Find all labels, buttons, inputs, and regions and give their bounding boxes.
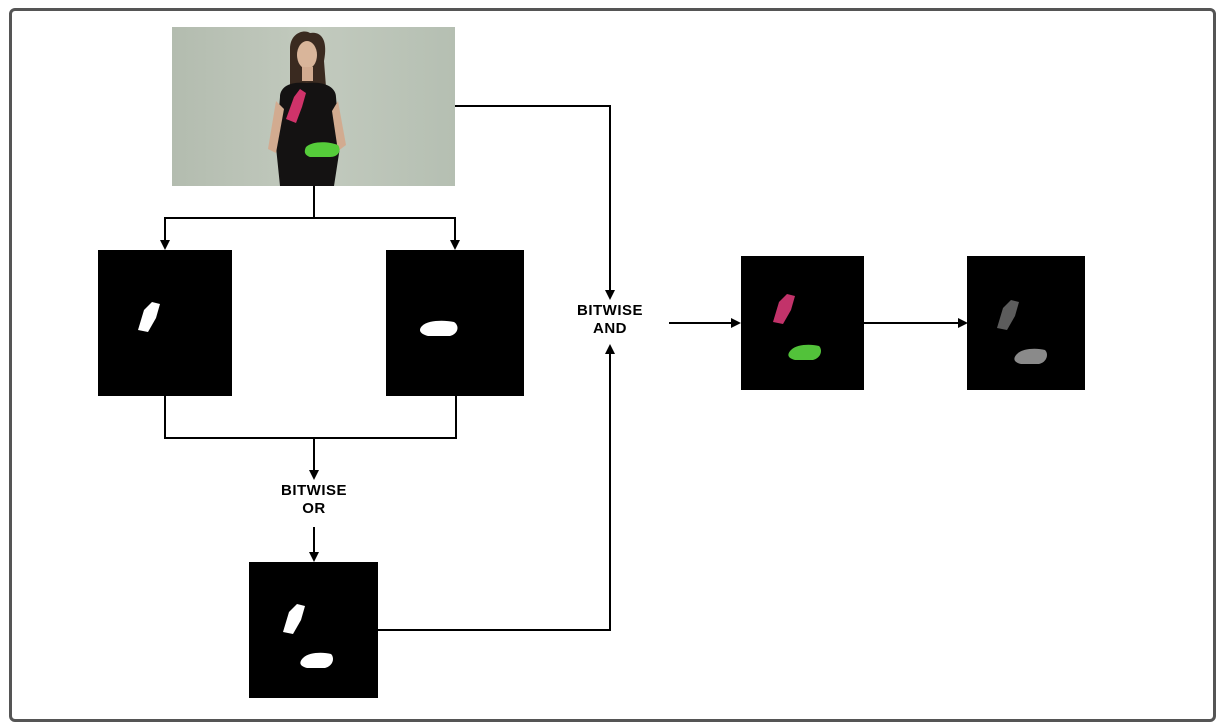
red-glove-mask xyxy=(98,250,232,396)
and-label-line1: BITWISE xyxy=(577,302,643,319)
or-label-line1: BITWISE xyxy=(281,482,347,499)
merge-connector xyxy=(164,396,457,439)
combined-mask xyxy=(249,562,378,698)
red-glove xyxy=(286,89,306,123)
split-connector-right xyxy=(314,217,456,248)
source-to-and xyxy=(455,105,615,300)
color-result xyxy=(741,256,864,390)
grayscale-result xyxy=(967,256,1085,390)
and-label-line2: AND xyxy=(593,320,627,337)
green-glove-mask xyxy=(386,250,524,396)
or-label-line2: OR xyxy=(302,500,326,517)
combined-to-and xyxy=(378,346,611,631)
green-glove xyxy=(304,142,340,157)
source-image xyxy=(172,27,455,186)
bitwise-and-label: BITWISE AND xyxy=(560,302,660,338)
bitwise-or-label: BITWISE OR xyxy=(264,482,364,518)
split-connector xyxy=(160,186,315,250)
